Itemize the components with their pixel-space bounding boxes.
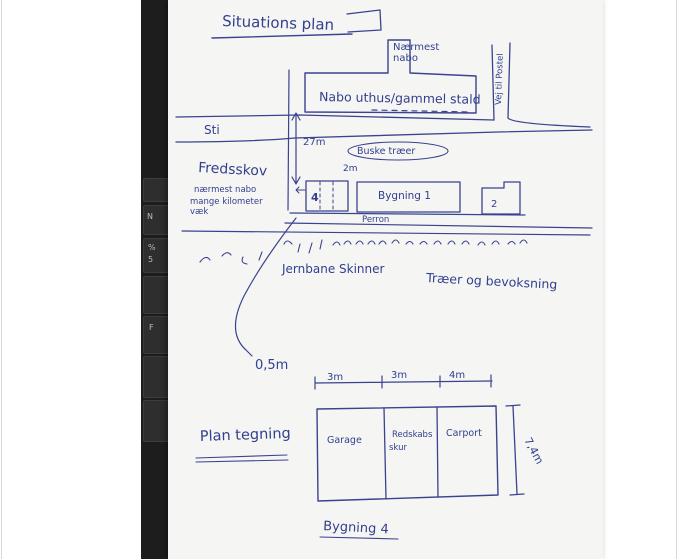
dimension-3m: 3m (327, 372, 343, 383)
dimension-74m: 7,4m (521, 435, 546, 466)
platform-line (289, 212, 526, 216)
dimension-4m: 4m (449, 370, 465, 381)
label-naermest-far: nærmest nabo (194, 185, 256, 195)
platform-line (284, 222, 593, 229)
floorplan-divider (383, 406, 439, 500)
label-building-4: 4 (311, 191, 319, 204)
title-underline (211, 33, 353, 39)
label-2m: 2m (343, 164, 358, 174)
label-building-2: 2 (491, 199, 497, 210)
dimension-line (505, 404, 525, 496)
label-bygning-4: Bygning 4 (323, 519, 389, 537)
building-2-outline (481, 181, 521, 215)
label-nabo-building: Nabo uthus/gammel stald (319, 89, 481, 107)
road-right-edge (507, 42, 591, 128)
frame-right-border (676, 0, 677, 559)
distance-arrow (291, 112, 301, 185)
label-naermest-nabo: Nærmest (393, 42, 439, 53)
floorplan-outline (316, 405, 499, 502)
path-line (175, 114, 495, 121)
label-perron: Perron (362, 215, 389, 225)
label-naermest-far: mange kilometer (190, 197, 263, 207)
key-label: 5 (148, 255, 154, 264)
building-4-outline (305, 180, 349, 212)
distance-curve (234, 217, 297, 357)
label-garage: Garage (327, 435, 362, 446)
label-traeer: Træer og bevoksning (425, 270, 558, 292)
key-label: N (147, 212, 153, 221)
label-fredsskov: Fredsskov (198, 160, 268, 180)
label-vej: Vej til Postel (494, 53, 506, 105)
paper-sheet: Situations plan Nærmest nabo Nabo uthus/… (168, 0, 603, 559)
building-divider (319, 181, 334, 211)
title-situationsplan: Situations plan (222, 12, 335, 34)
nabo-house-top (346, 9, 382, 33)
label-carport: Carport (446, 428, 482, 439)
key-label: F (149, 323, 154, 332)
label-naermest-far: væk (190, 207, 208, 217)
label-buske: Buske træer (357, 146, 415, 157)
dimension-3m: 3m (391, 370, 407, 381)
label-plan-tegning: Plan tegning (200, 426, 291, 445)
label-jernbane: Jernbane Skinner (281, 262, 385, 276)
dimension-line (314, 374, 493, 390)
dashed-line (371, 109, 471, 113)
label-naermest-nabo: nabo (393, 53, 418, 64)
building-1-outline (356, 181, 461, 213)
label-building-1: Bygning 1 (378, 190, 431, 202)
label-05m: 0,5m (255, 358, 288, 373)
left-vertical-line (287, 69, 290, 211)
track-line (181, 230, 591, 236)
label-redskab: Redskabs (392, 430, 433, 440)
label-27m: 27m (303, 137, 325, 148)
bygning-underline (319, 536, 399, 540)
path-line (175, 129, 593, 143)
key-label: % (148, 243, 156, 252)
road-left-edge (491, 44, 495, 121)
bushes-outline (347, 141, 449, 161)
small-arrow (295, 186, 306, 194)
label-redskab: skur (389, 443, 407, 453)
plan-underline (195, 454, 289, 463)
vegetation-strokes (199, 239, 528, 265)
neighbour-building-outline (304, 39, 477, 114)
sketch-drawing: Situations plan Nærmest nabo Nabo uthus/… (175, 9, 593, 540)
label-sti: Sti (204, 123, 220, 137)
frame-left-border (1, 0, 2, 559)
